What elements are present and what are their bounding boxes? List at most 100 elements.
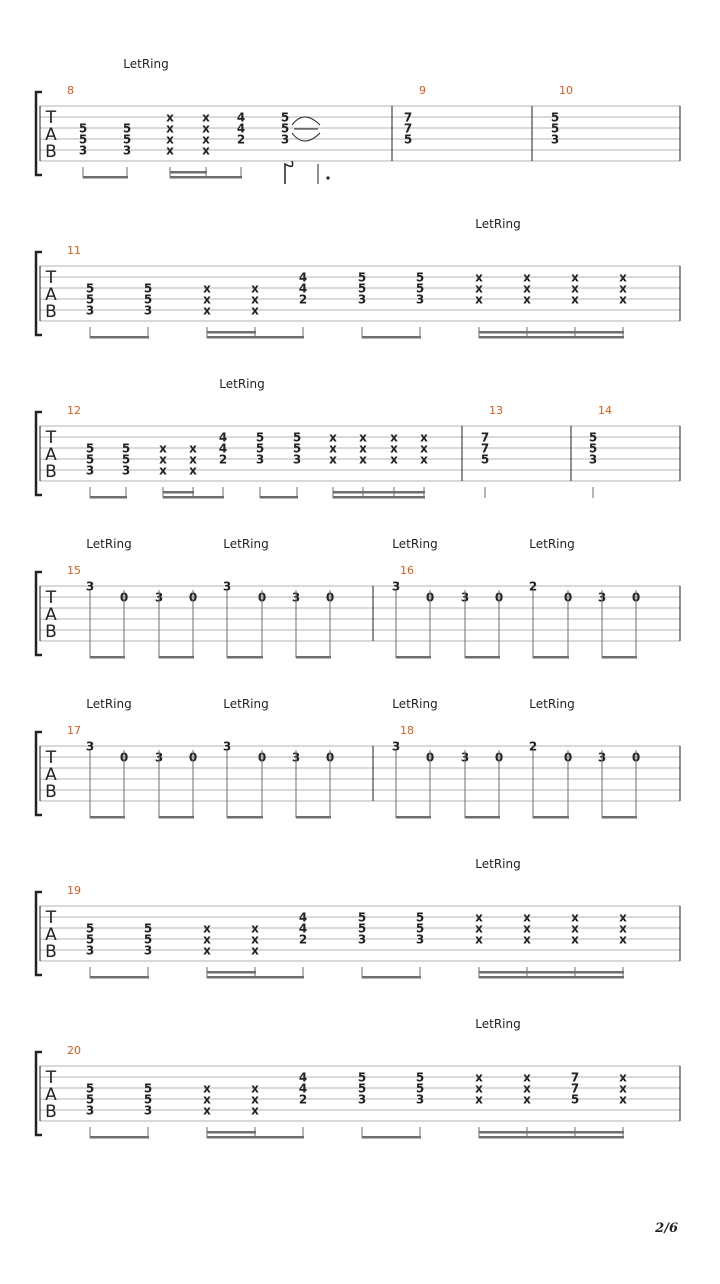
let-ring-label: LetRing [529,537,574,551]
fret-number: 7 [571,1082,579,1096]
dead-note: x [475,933,483,947]
beam [206,176,242,179]
fret-number: 5 [256,442,264,456]
let-ring-label: LetRing [475,1017,520,1031]
beam [602,656,637,659]
fret-number: 5 [123,122,131,136]
dead-note: x [420,431,428,445]
dead-note: x [189,442,197,456]
fret-number: 5 [481,453,489,467]
fret-number: 5 [86,282,94,296]
beam [83,176,128,179]
fret-number: 5 [293,442,301,456]
fret-number: 3 [86,580,94,594]
dead-note: x [571,922,579,936]
fret-number: 5 [293,431,301,445]
measure-number: 16 [400,564,414,577]
system-bracket [34,90,42,177]
dead-note: x [390,442,398,456]
dead-note: x [619,933,627,947]
dead-note: x [619,293,627,307]
dead-note: x [523,282,531,296]
fret-number: 5 [281,122,289,136]
beam [396,656,431,659]
fret-number: 5 [589,442,597,456]
beam [227,816,263,819]
dead-note: x [202,111,210,125]
tab-clef-letter: A [45,765,57,785]
system-bracket [34,250,42,337]
measure-number: 11 [67,244,81,257]
dead-note: x [251,1093,259,1107]
fret-number: 3 [392,740,400,754]
fret-number: 3 [281,133,289,147]
measure-number: 17 [67,724,81,737]
beam [362,336,421,339]
system-bracket [34,1050,42,1137]
dead-note: x [619,922,627,936]
tab-clef-letter: T [45,268,57,288]
beam [533,816,569,819]
beam [207,976,256,979]
let-ring-label: LetRing [223,697,268,711]
tab-clef-letter: B [45,622,57,642]
dead-note: x [203,944,211,958]
fret-number: 4 [299,1071,307,1085]
beam [465,656,500,659]
fret-number: 3 [79,144,87,158]
dead-note: x [251,282,259,296]
fret-number: 5 [122,453,130,467]
tab-clef-letter: A [45,925,57,945]
dead-note: x [475,922,483,936]
dead-note: x [475,1082,483,1096]
fret-number: 3 [416,933,424,947]
fret-number: 4 [219,442,227,456]
dead-note: x [189,453,197,467]
dead-note: x [203,1093,211,1107]
fret-number: 5 [86,922,94,936]
dead-note: x [166,144,174,158]
fret-number: 4 [299,922,307,936]
dead-note: x [251,933,259,947]
tab-clef-letter: A [45,445,57,465]
fret-number: 5 [358,271,366,285]
dead-note: x [203,1082,211,1096]
dead-note: x [475,1093,483,1107]
let-ring-label: LetRing [86,537,131,551]
dead-note: x [619,271,627,285]
fret-number: 3 [223,580,231,594]
beam [260,496,298,499]
dead-note: x [523,1093,531,1107]
beam [296,816,331,819]
measure-number: 8 [67,84,74,97]
fret-number: 5 [144,282,152,296]
system-bracket [34,410,42,497]
fret-number: 7 [571,1071,579,1085]
system-bracket [34,730,42,817]
fret-number: 5 [416,1071,424,1085]
dead-note: x [203,282,211,296]
tab-clef-letter: T [45,108,57,128]
fret-number: 5 [79,122,87,136]
beam [255,976,304,979]
fret-number: 5 [86,442,94,456]
system-bracket [34,890,42,977]
beam [207,1131,256,1134]
measure-number: 15 [67,564,81,577]
let-ring-label: LetRing [123,57,168,71]
dead-note: x [166,122,174,136]
fret-number: 2 [299,1093,307,1107]
fret-number: 5 [551,111,559,125]
let-ring-label: LetRing [475,217,520,231]
tab-clef-letter: T [45,748,57,768]
fret-number: 3 [392,580,400,594]
beam [163,496,194,499]
fret-number: 3 [144,304,152,318]
let-ring-label: LetRing [529,697,574,711]
fret-number: 5 [589,431,597,445]
fret-number: 4 [219,431,227,445]
let-ring-label: LetRing [475,857,520,871]
fret-number: 5 [86,1093,94,1107]
beam [333,496,425,499]
